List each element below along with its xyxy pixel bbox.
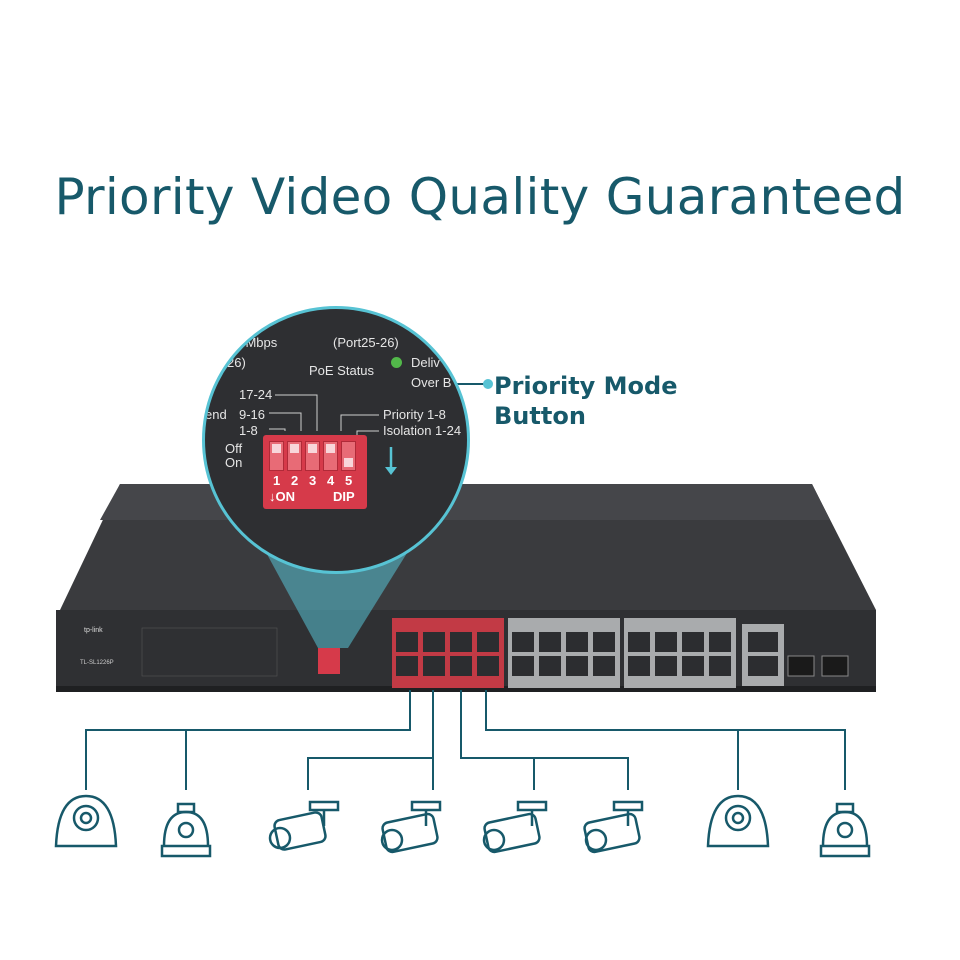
zoom-on: On (225, 455, 243, 470)
dip-number-3: 3 (309, 473, 317, 488)
dome-camera-icon (706, 794, 770, 848)
zoom-range-9-16: 9-16 (239, 407, 266, 422)
dip-switch-small (318, 648, 340, 674)
zoom-poe-over: Over B (411, 375, 452, 390)
dome-camera-icon (819, 802, 871, 858)
brand-logo: tp-link (84, 627, 103, 634)
zoom-leader-lines (269, 394, 397, 475)
dip-number-5: 5 (345, 473, 353, 488)
rj45-ports (396, 632, 778, 676)
dip-switch[interactable]: 1 2 3 4 5 ↓ON DIP (263, 435, 367, 509)
zoom-port: (Port25-26) (333, 335, 399, 350)
zoom-off: Off (225, 441, 243, 456)
zoom-range-1-8: 1-8 (239, 423, 258, 438)
zoom-range-17-24: 17-24 (239, 387, 273, 402)
zoom-cone (262, 545, 412, 648)
zoom-legend: end (205, 407, 227, 422)
camera-icons (54, 794, 871, 858)
page-title: Priority Video Quality Guaranteed (54, 168, 906, 226)
arrow-down-icon (385, 467, 397, 475)
connection-lines (85, 383, 846, 790)
zoom-priority: Priority 1-8 (383, 407, 446, 422)
callout-line-1: Priority Mode (494, 372, 678, 400)
model-label: TL-SL1226P (80, 660, 114, 666)
led-green-icon (391, 357, 402, 368)
priority-port-block (392, 618, 504, 688)
dip-label: DIP (333, 489, 355, 504)
dome-camera-icon (54, 794, 118, 848)
zoom-magnifier: 00Mbps (Port25-26) 26) PoE Status Deliv … (202, 306, 470, 574)
dip-number-4: 4 (327, 473, 335, 488)
priority-mode-callout: Priority Mode Button (494, 371, 678, 431)
bullet-camera-icon (268, 800, 340, 851)
dip-number-2: 2 (291, 473, 299, 488)
zoom-port-num: 26) (227, 355, 246, 370)
bullet-camera-icon (583, 800, 644, 854)
dip-number-1: 1 (273, 473, 281, 488)
bullet-camera-icon (482, 800, 548, 854)
bullet-camera-icon (380, 800, 442, 854)
zoom-poe-deliv: Deliv (411, 355, 440, 370)
zoom-isolation: Isolation 1-24 (383, 423, 462, 438)
callout-line-2: Button (494, 402, 586, 430)
zoom-poe-status: PoE Status (309, 363, 375, 378)
dome-camera-icon (160, 802, 212, 858)
dip-on-label: ↓ON (269, 489, 295, 504)
zoom-speed: 00Mbps (231, 335, 278, 350)
callout-dot (483, 379, 493, 389)
